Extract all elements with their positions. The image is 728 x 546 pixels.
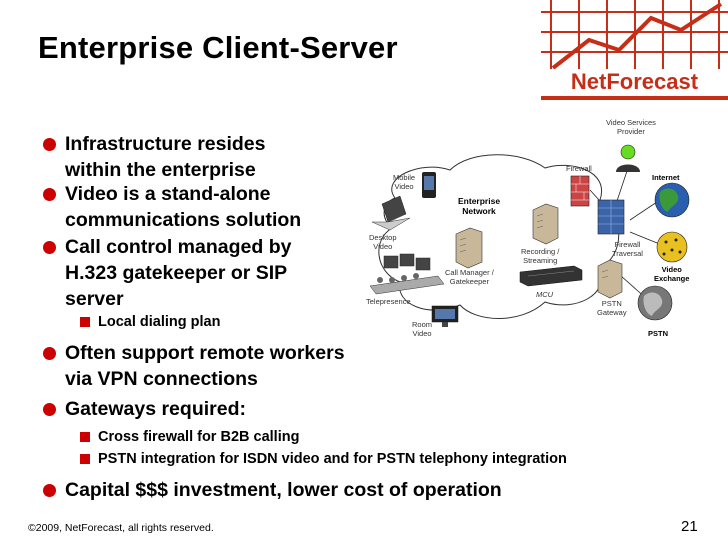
subbullet-square xyxy=(80,317,90,327)
bullet-dot xyxy=(43,188,56,201)
bullet-dot xyxy=(43,403,56,416)
mcu-box-icon xyxy=(519,265,583,287)
subbullet-square xyxy=(80,454,90,464)
subbullet-square xyxy=(80,432,90,442)
label-firewall: Firewall xyxy=(566,164,592,173)
label-call-manager: Call Manager /Gatekeeper xyxy=(445,268,494,286)
call-manager-server-icon xyxy=(455,227,483,269)
video-services-person-icon xyxy=(616,144,640,172)
bullet-dot xyxy=(43,138,56,151)
label-internet: Internet xyxy=(652,173,680,182)
netforecast-logo-grid xyxy=(541,0,728,70)
firewall-traversal-icon xyxy=(597,199,625,235)
firewall-icon xyxy=(570,175,590,207)
bullet-dot xyxy=(43,484,56,497)
bullet-dot xyxy=(43,241,56,254)
bullet-dot xyxy=(43,347,56,360)
room-video-icon xyxy=(431,305,459,327)
logo-rule xyxy=(541,96,728,100)
video-exchange-globe-icon xyxy=(656,231,688,263)
pstn-globe-icon xyxy=(637,285,673,321)
logo-text: NetForecast xyxy=(541,69,728,95)
label-telepresence: Telepresence xyxy=(366,297,411,306)
footer-copyright: ©2009, NetForecast, all rights reserved. xyxy=(28,522,214,534)
label-pstn: PSTN xyxy=(648,329,669,338)
label-recording-streaming: Recording /Streaming xyxy=(521,247,560,265)
pstn-gateway-server-icon xyxy=(597,259,623,299)
recording-server-icon xyxy=(532,203,559,245)
slide-title: Enterprise Client-Server xyxy=(38,30,398,65)
desktop-video-icon xyxy=(371,195,411,231)
page-number: 21 xyxy=(681,518,698,535)
internet-globe-icon xyxy=(654,182,690,218)
telepresence-icon xyxy=(369,253,445,295)
label-mcu: MCU xyxy=(536,290,554,299)
mobile-video-icon xyxy=(422,172,436,198)
